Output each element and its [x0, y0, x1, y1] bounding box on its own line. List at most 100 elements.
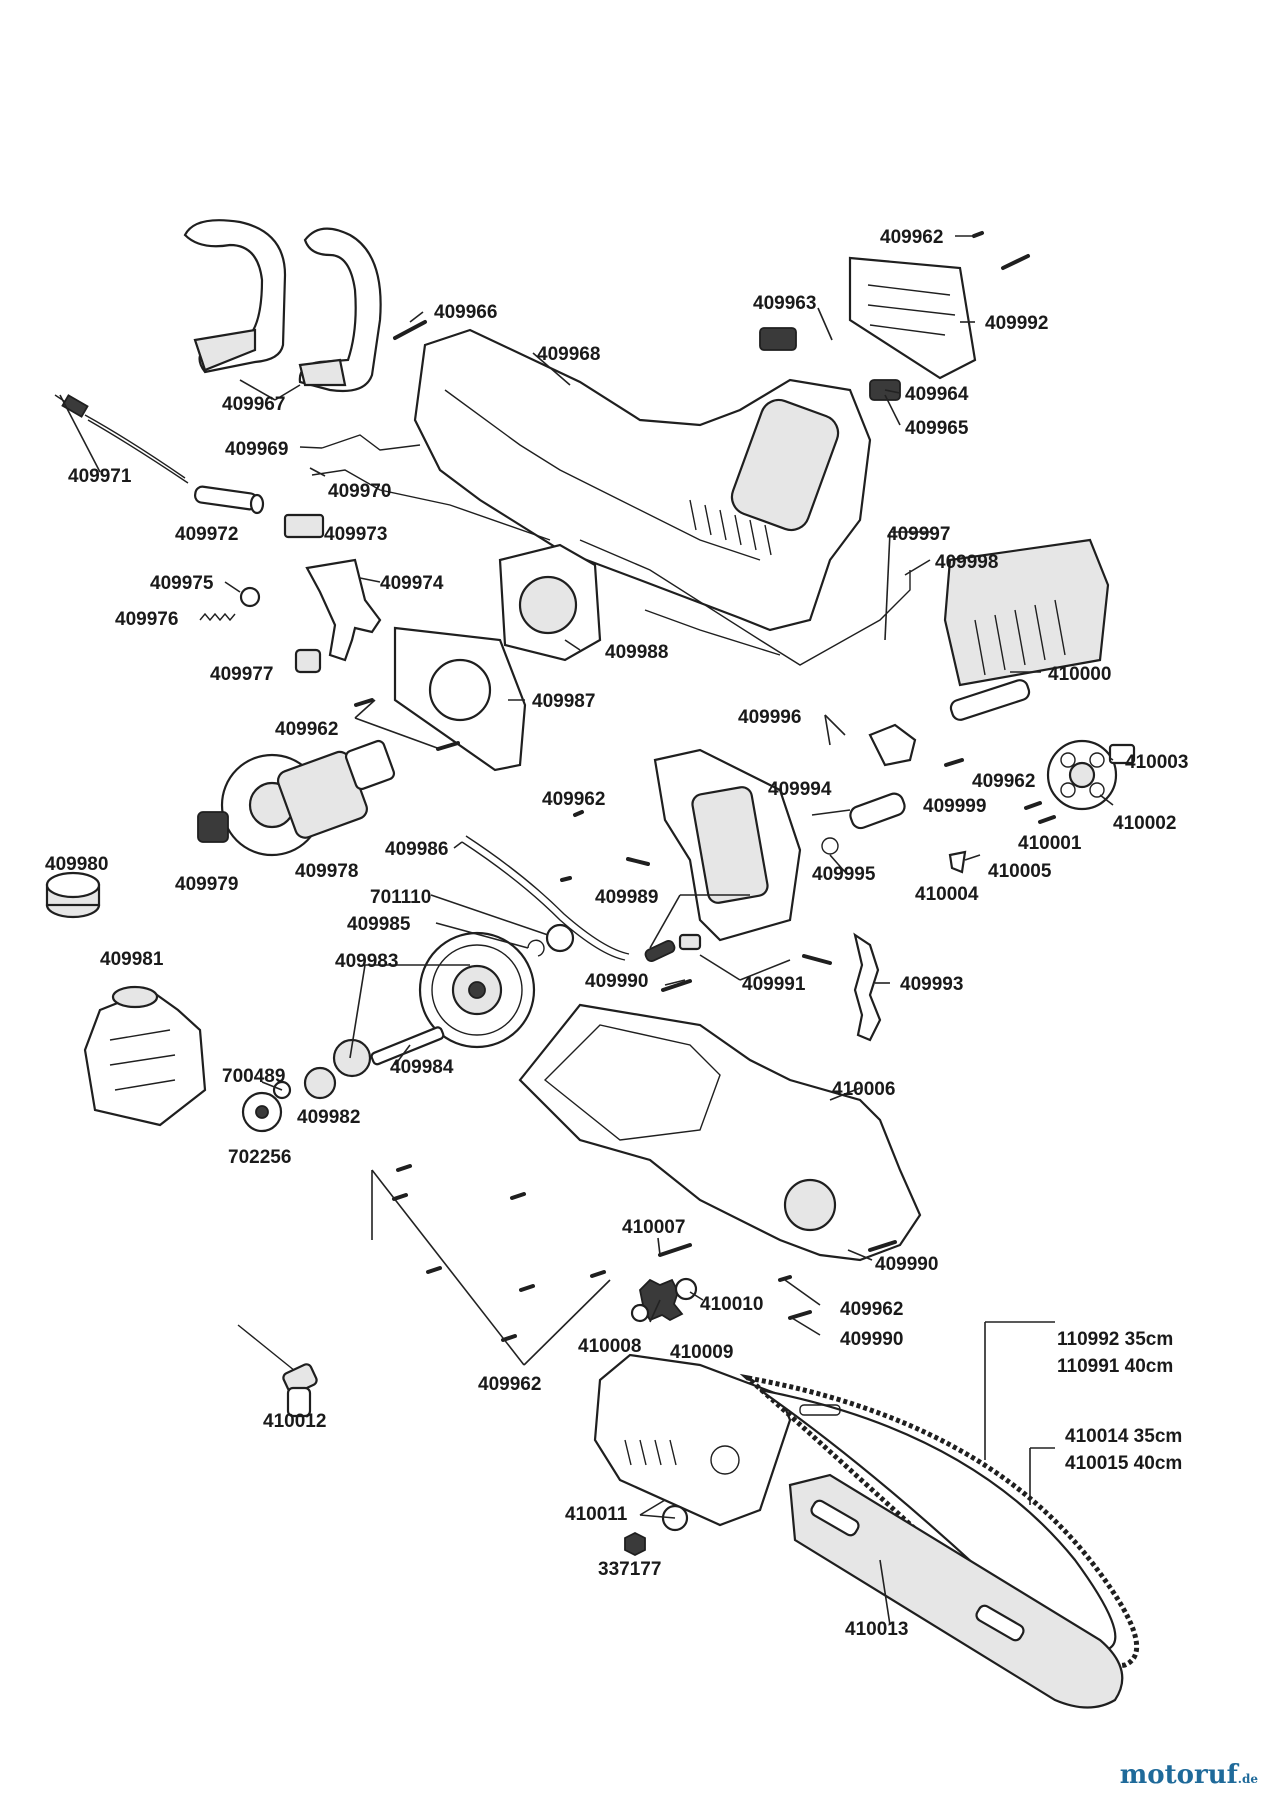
part-label: 409976 — [115, 609, 178, 630]
trigger — [305, 558, 382, 662]
part-label: 410004 — [915, 884, 979, 905]
pin-410004 — [948, 850, 967, 874]
oil-cap — [45, 871, 101, 919]
part-label: 410003 — [1125, 752, 1188, 773]
part-label: 410014 35cm — [1065, 1426, 1182, 1447]
screw-icon — [590, 1270, 606, 1278]
part-label: 409966 — [434, 302, 497, 323]
part-label: 409968 — [537, 344, 600, 365]
power-cord — [54, 394, 189, 484]
part-label: 409991 — [742, 974, 806, 995]
part-label: 409984 — [390, 1057, 454, 1078]
part-label: 409995 — [812, 864, 876, 885]
part-label: 409998 — [935, 552, 998, 573]
part-label: 409993 — [900, 974, 963, 995]
part-label: 409978 — [295, 861, 358, 882]
screw-icon — [393, 320, 427, 340]
part-label: 409962 — [542, 789, 605, 810]
chassis-half — [518, 1003, 922, 1262]
spring — [199, 612, 236, 622]
oil-tube — [461, 841, 626, 961]
chain-tensioner — [821, 723, 917, 855]
screw-icon — [778, 1275, 792, 1282]
part-label: 409962 — [478, 1374, 541, 1395]
wire-set — [321, 434, 421, 451]
pump-plunger — [644, 939, 676, 963]
screw-icon — [658, 1243, 692, 1257]
part-label: 409962 — [880, 227, 943, 248]
screw-icon — [1024, 801, 1042, 810]
brand-tld: .de — [1237, 1772, 1258, 1786]
part-label: 410005 — [988, 861, 1052, 882]
screw-icon — [868, 1240, 897, 1252]
part-label: 110991 40cm — [1057, 1356, 1173, 1377]
part-label: 702256 — [228, 1147, 291, 1168]
fan-guard — [393, 626, 527, 772]
brand-name: motoruf — [1119, 1760, 1238, 1790]
part-label: 701110 — [370, 887, 431, 908]
washer-410010 — [674, 1277, 698, 1301]
part-label: 409975 — [150, 573, 214, 594]
part-labels: 409962 409966 409963 409992 409968 40996… — [45, 227, 1188, 1640]
part-label: 409962 — [275, 719, 338, 740]
top-cover — [848, 256, 977, 380]
part-label: 409971 — [68, 466, 132, 487]
part-label: 409981 — [100, 949, 164, 970]
screw-icon — [944, 758, 964, 767]
part-label: 110992 35cm — [1057, 1329, 1173, 1350]
brand-watermark: motoruf.de — [1120, 1760, 1258, 1790]
part-label: 409990 — [875, 1254, 938, 1275]
part-label: 409988 — [605, 642, 668, 663]
screw-icon — [519, 1284, 535, 1292]
guide-bar — [759, 1388, 1117, 1651]
part-label: 409987 — [532, 691, 595, 712]
brush-holder-409963 — [759, 327, 797, 351]
screw-icon — [436, 741, 460, 751]
part-label: 410012 — [263, 1411, 326, 1432]
screw-icon — [972, 231, 984, 238]
screw-icon — [573, 810, 584, 817]
wire-409997 — [579, 539, 911, 666]
part-label: 409985 — [347, 914, 411, 935]
parts-illustration — [45, 219, 1140, 1709]
part-label: 410007 — [622, 1217, 685, 1238]
part-label: 410013 — [845, 1619, 908, 1640]
part-label: 409967 — [222, 394, 285, 415]
stator — [498, 543, 602, 662]
tension-wheel — [1046, 739, 1118, 811]
part-label: 410008 — [578, 1336, 641, 1357]
combination-wrench — [237, 1324, 318, 1418]
part-label: 409977 — [210, 664, 273, 685]
part-label: 410006 — [832, 1079, 895, 1100]
switch-block — [283, 513, 325, 539]
part-label: 337177 — [598, 1559, 661, 1580]
part-label: 409980 — [45, 854, 108, 875]
part-label: 409972 — [175, 524, 238, 545]
chain-catcher — [853, 932, 882, 1042]
part-label: 409962 — [840, 1299, 903, 1320]
rear-handle-halves — [183, 219, 382, 393]
seal — [545, 923, 575, 953]
screw-icon — [510, 1192, 526, 1200]
part-label: 409979 — [175, 874, 238, 895]
drive-shaft — [370, 1026, 445, 1066]
part-label: 410009 — [670, 1342, 733, 1363]
clip-410003 — [1108, 743, 1136, 765]
washer-410008 — [630, 1303, 650, 1323]
part-label: 410002 — [1113, 813, 1176, 834]
part-label: 409994 — [768, 779, 832, 800]
part-label: 409996 — [738, 707, 801, 728]
part-label: 700489 — [222, 1066, 285, 1087]
part-label: 409990 — [840, 1329, 903, 1350]
screw-icon — [1038, 815, 1056, 824]
part-label: 409999 — [923, 796, 986, 817]
gearbox-housing — [653, 748, 802, 942]
part-label: 409992 — [985, 313, 1048, 334]
leader-lines — [59, 235, 1114, 1626]
screw-icon — [396, 1164, 412, 1172]
oil-tank — [83, 985, 207, 1127]
bearing-409983b — [332, 1038, 372, 1078]
sprocket-409982 — [303, 1066, 337, 1100]
screw-icon — [626, 857, 650, 866]
